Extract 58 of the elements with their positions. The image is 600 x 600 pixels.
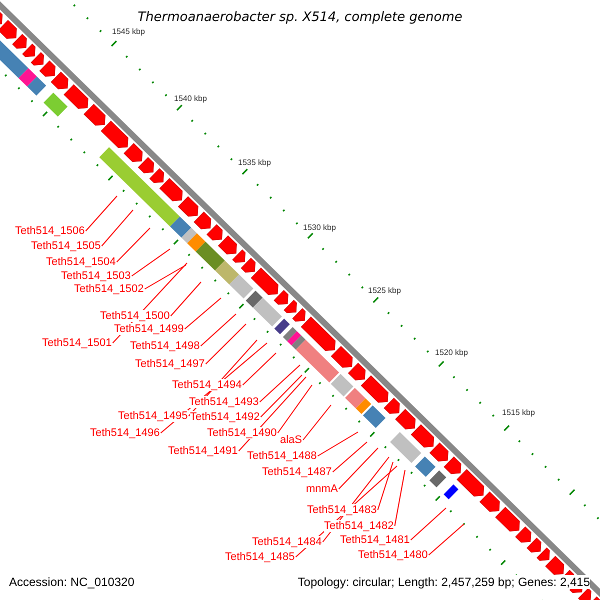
gene-label: Teth514_1481 [340,534,410,546]
leader-line [428,524,464,556]
gene-label: Teth514_1503 [61,270,131,282]
gene-label: Teth514_1487 [262,466,332,478]
leader-line [205,324,246,364]
leader-line [144,264,186,290]
scale-label: 1540 kbp [174,94,207,103]
gene-label: Teth514_1488 [247,450,317,462]
gene-label: Teth514_1484 [252,536,322,548]
gene-label: alaS [280,434,302,446]
gene-label: Teth514_1491 [168,445,238,457]
leader-line [242,352,276,386]
gene-label: Teth514_1502 [74,283,144,295]
gene-label: Teth514_1485 [225,551,295,563]
gene-label: Teth514_1490 [207,427,277,439]
leader-line [277,384,312,434]
leader-line [317,432,358,456]
gene-label: Teth514_1482 [324,520,394,532]
leader-line [131,248,170,276]
gene-label: Teth514_1483 [307,504,377,516]
leader-line [260,374,302,418]
gene-label: Teth514_1492 [190,411,260,423]
gene-label: Teth514_1499 [114,323,184,335]
leader-line [116,228,150,262]
scale-label: 1545 kbp [112,27,145,36]
gene-label: Teth514_1505 [31,240,101,252]
leader-line [332,442,368,472]
scale-label: 1515 kbp [502,408,535,417]
gene-label: Teth514_1495 [118,410,188,422]
leader-line [338,448,378,490]
gene-label: mnmA [306,483,338,495]
leader-line [410,508,446,540]
gene-label: Teth514_1493 [189,396,259,408]
leader-line [200,314,236,346]
gene-label: Teth514_1504 [46,256,116,268]
leader-line [377,462,394,510]
scale-label: 1535 kbp [238,158,271,167]
scale-label: 1525 kbp [368,286,401,295]
gene-label: Teth514_1494 [172,379,242,391]
scale-label: 1520 kbp [435,348,468,357]
gene-label: Teth514_1501 [42,337,112,349]
leader-line [259,364,300,402]
genome-info-text: Topology: circular; Length: 2,457,259 bp; Genes: 2,415 [298,575,590,589]
leader-line [184,298,222,330]
gene-label: Teth514_1498 [130,340,200,352]
gene-label: Teth514_1480 [358,549,428,561]
accession-text: Accession: NC_010320 [9,575,134,589]
gene-label: Teth514_1496 [90,427,160,439]
leader-line [302,404,332,440]
gene-label: Teth514_1500 [100,310,170,322]
gene-label: Teth514_1497 [135,358,205,370]
gene-label: Teth514_1506 [15,225,85,237]
leader-line [101,210,134,246]
scale-label: 1530 kbp [303,223,336,232]
leader-line [85,196,118,232]
leader-line [170,282,202,316]
leader-line [394,470,406,526]
title: Thermoanaerobacter sp. X514, complete genome [136,10,464,26]
